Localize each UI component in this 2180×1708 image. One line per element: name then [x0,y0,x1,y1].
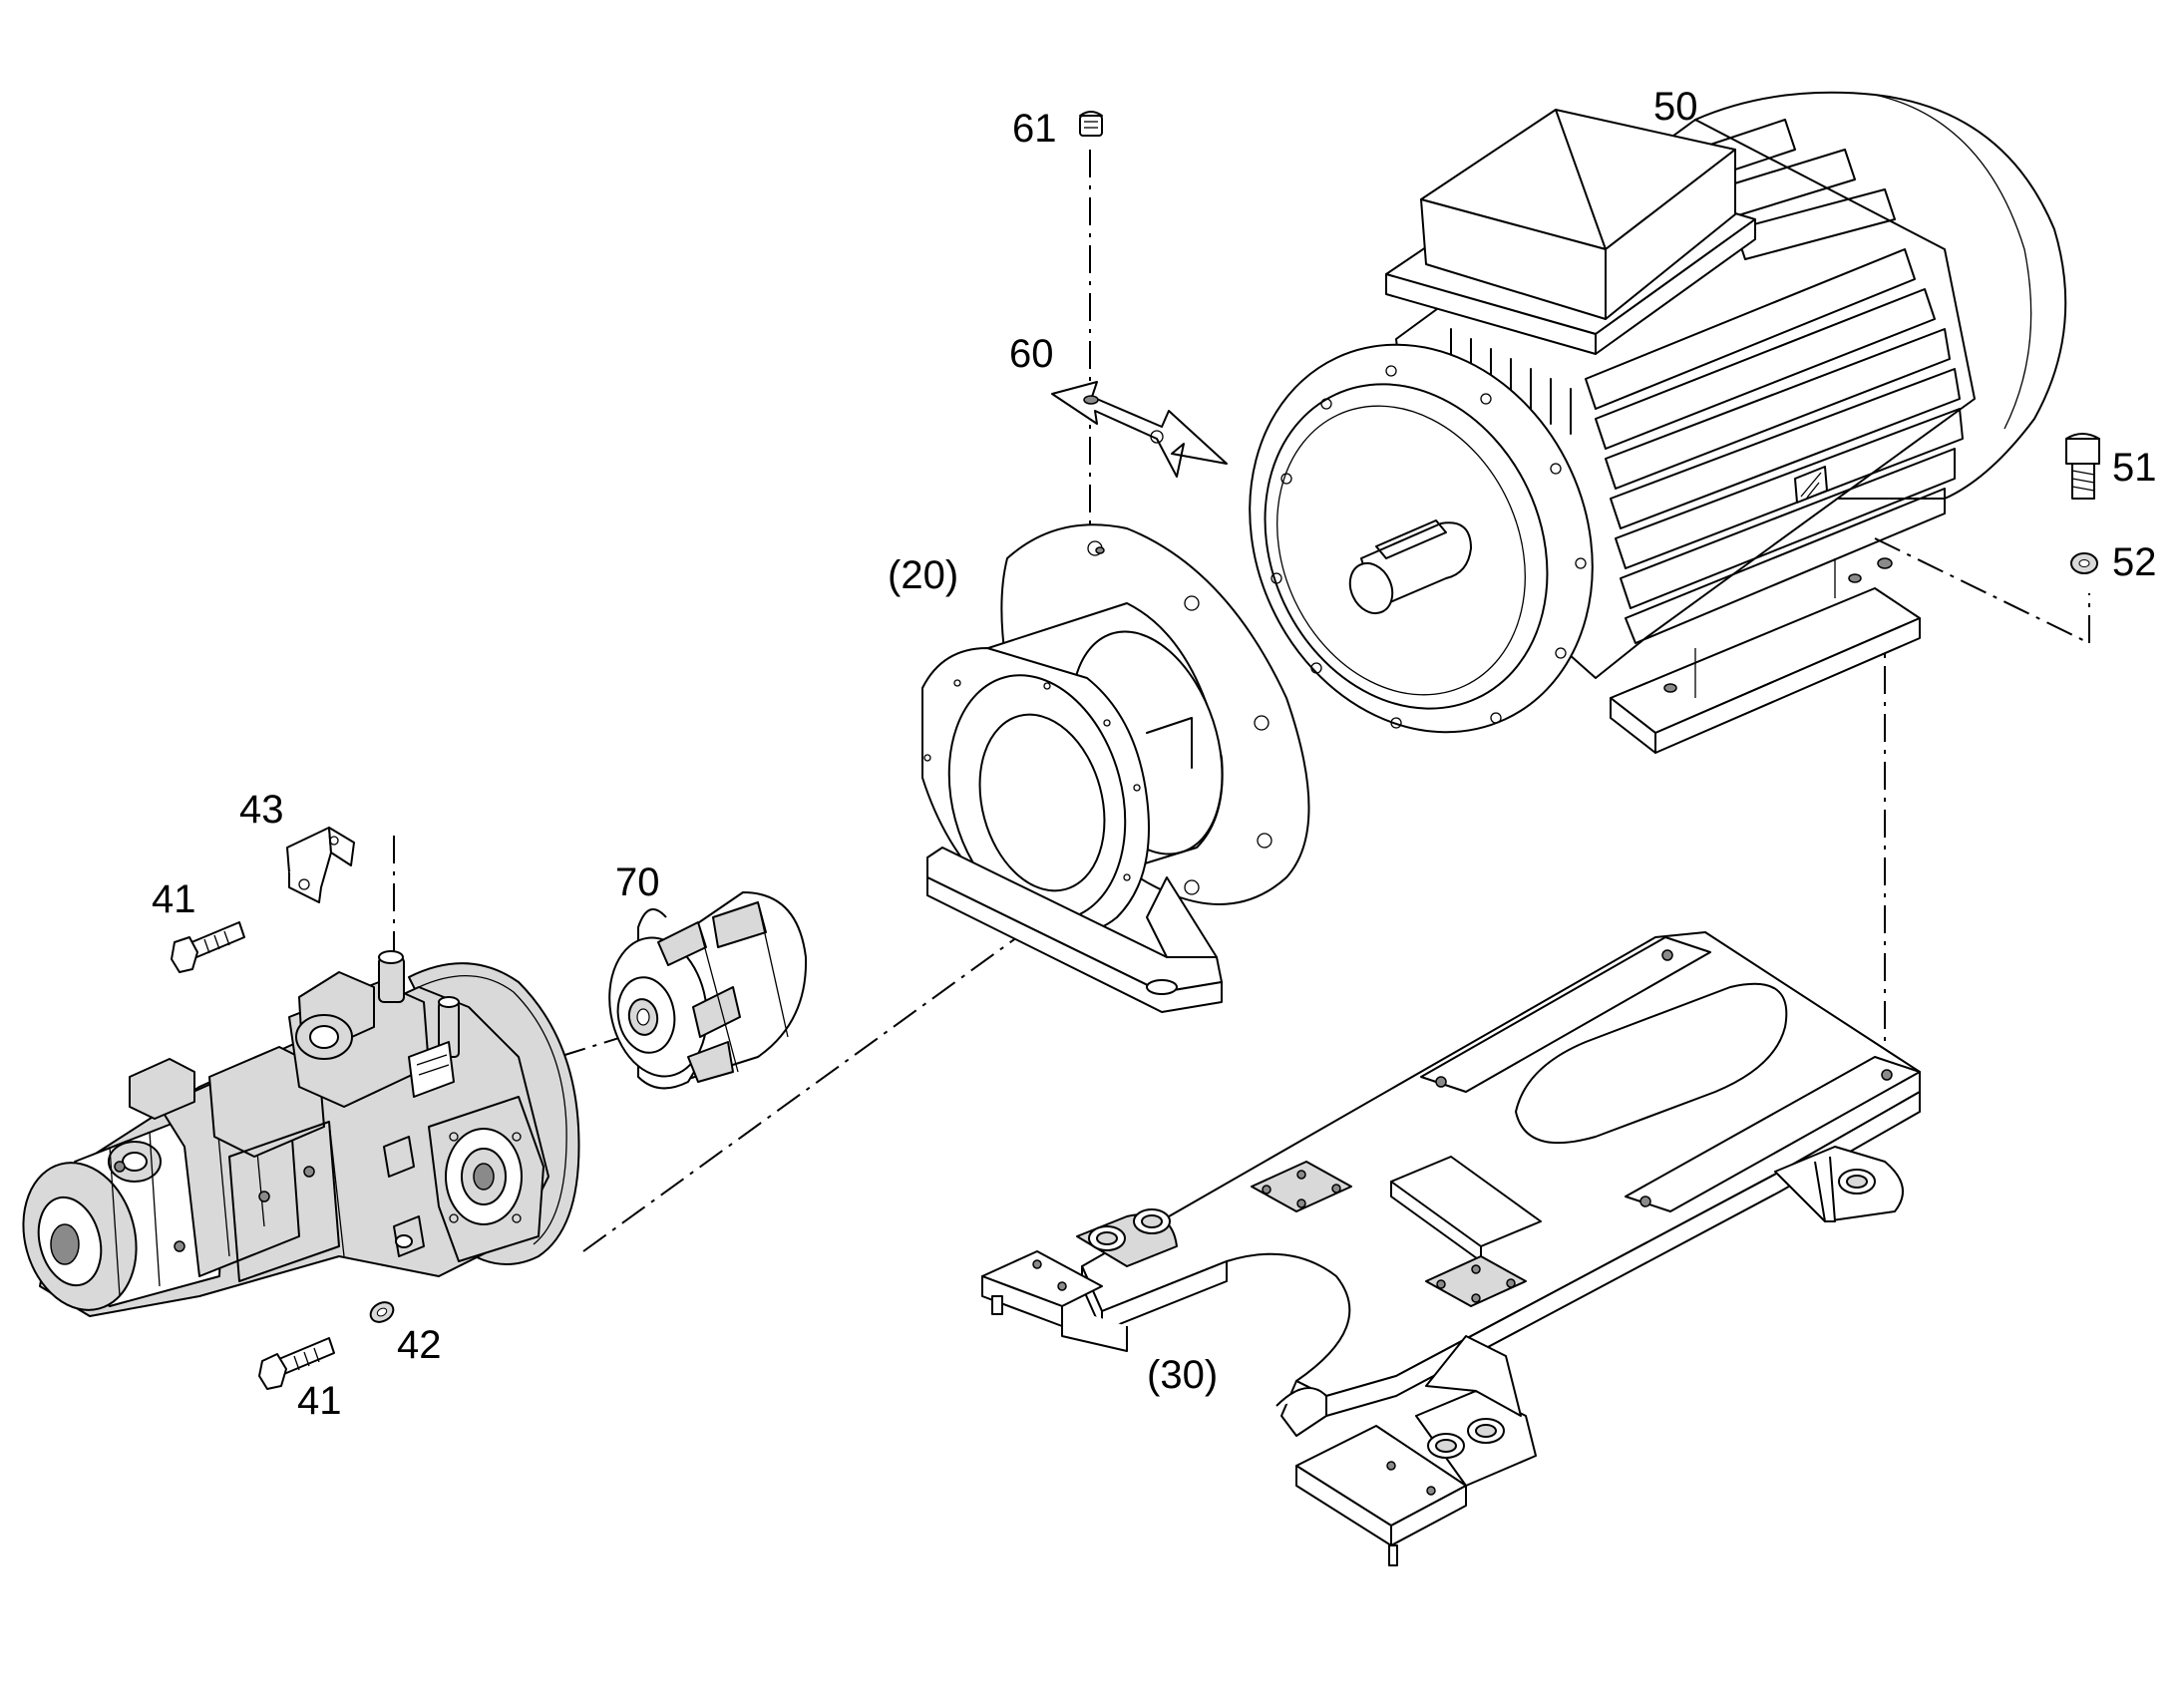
label-part-20: (20) [888,553,958,597]
label-part-41-lower: 41 [297,1379,342,1423]
angle-bracket-43[interactable] [286,827,355,903]
washer-42[interactable] [367,1298,397,1326]
label-part-43: 43 [239,788,284,832]
label-part-60: 60 [1009,332,1054,376]
hydraulic-pump-assembly[interactable] [7,950,580,1323]
label-part-30: (30) [1147,1353,1218,1397]
label-part-70: 70 [615,860,660,904]
hex-bolt-41-lower[interactable] [258,1337,335,1390]
rotation-arrow-plate-60[interactable] [1051,381,1228,478]
flange-bolt-holes [1271,365,1587,729]
electric-motor-50[interactable] [1188,91,2067,789]
hex-bolt-51[interactable] [2065,433,2100,500]
bell-housing-20[interactable] [921,523,1310,1013]
label-part-42: 42 [397,1323,442,1367]
washer-52[interactable] [2070,552,2098,574]
label-part-41-upper: 41 [152,877,196,921]
label-part-51: 51 [2112,446,2157,490]
cap-screw-61[interactable] [1079,111,1103,137]
label-part-50: 50 [1653,85,1698,129]
base-frame-30[interactable] [981,931,1921,1566]
shaft-coupling-70[interactable] [599,891,808,1090]
part-labels: 61 60 50 51 52 (20) 43 41 70 42 41 (30) [152,85,2157,1423]
label-part-52: 52 [2112,540,2157,584]
label-part-61: 61 [1012,107,1057,151]
hex-bolt-41-upper[interactable] [171,921,245,973]
